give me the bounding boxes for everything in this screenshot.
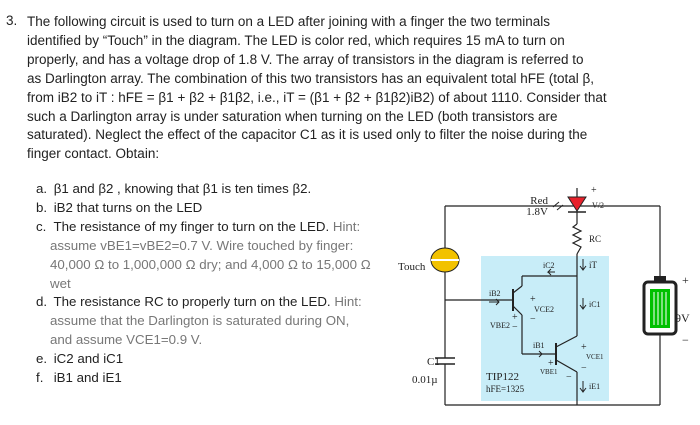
question-line: such a Darlington array is under saturat… [27, 108, 558, 124]
task-e: e. iC2 and iC1 [36, 350, 371, 369]
battery-icon [642, 276, 678, 336]
ib1-arrow-icon [533, 350, 543, 358]
ic1-arrow-icon [579, 298, 587, 310]
ie1-arrow-icon [579, 381, 587, 393]
task-label: c. [36, 218, 47, 234]
hint-line: assume vBE1=vBE2=0.7 V. Wire touched by … [50, 237, 354, 253]
touch-label: Touch [398, 261, 426, 273]
vbe2-minus: − [512, 322, 518, 333]
task-label: a. [36, 181, 48, 196]
vce2-plus: + [530, 294, 536, 305]
cap-label: C1 [427, 356, 440, 368]
vbe1-plus: + [548, 358, 554, 369]
task-c: c. The resistance of my finger to turn o… [36, 218, 371, 237]
task-text: iC2 and iC1 [53, 351, 124, 367]
question-number: 3. [6, 13, 18, 28]
cap-value: 0.01µ [412, 374, 438, 386]
task-d: d. The resistance RC to properly turn on… [36, 293, 371, 312]
it-label: iT [589, 260, 598, 270]
darlington-highlight [481, 256, 609, 401]
ic2-arrow-icon [546, 268, 555, 276]
rc-resistor-icon [571, 223, 583, 255]
led-icon [567, 196, 587, 212]
led-drop: V/2 [592, 201, 604, 210]
ib2-arrow-icon [489, 298, 500, 306]
task-f: f. iB1 and iE1 [36, 369, 371, 388]
task-text: The resistance RC to properly turn on th… [53, 294, 331, 310]
task-text: iB1 and iE1 [53, 370, 122, 386]
vbe2-label: VBE2 [490, 321, 510, 330]
question-line: The following circuit is used to turn on… [27, 14, 551, 29]
question-text: The following circuit is used to turn on… [27, 13, 607, 164]
battery-plus: + [682, 273, 689, 287]
q2-collector [512, 285, 523, 294]
ic2-label: iC2 [543, 261, 555, 270]
hint-label: Hint: [334, 294, 362, 310]
ib1-label: iB1 [533, 341, 545, 350]
it-arrow-icon [579, 259, 587, 271]
led-plus: + [591, 185, 597, 196]
vbe1-label: VBE1 [540, 368, 558, 376]
task-label: d. [36, 294, 48, 310]
task-label: e. [36, 351, 48, 367]
vce1-minus: − [581, 363, 587, 374]
task-b: b. iB2 that turns on the LED [36, 199, 371, 218]
question-line: identified by “Touch” in the diagram. Th… [27, 32, 565, 48]
battery-voltage: 9V [675, 311, 690, 325]
transistor-hfe: hFE=1325 [486, 384, 525, 394]
task-list: a. β1 and β2 , knowing that β1 is ten ti… [36, 180, 371, 388]
task-text: The resistance of my finger to turn on t… [53, 218, 330, 234]
vce1-label: VCE1 [586, 353, 604, 361]
task-a: a. β1 and β2 , knowing that β1 is ten ti… [36, 180, 371, 199]
task-label: f. [36, 370, 44, 386]
led-voltage: 1.8V [526, 206, 548, 218]
battery-minus: − [682, 333, 689, 347]
vce2-minus: − [530, 314, 536, 325]
question-line: saturated). Neglect the effect of the ca… [27, 127, 588, 143]
vbe1-minus: − [566, 372, 572, 383]
question-line: from iB2 to iT : hFE = β1 + β2 + β1β2, i… [27, 89, 607, 105]
q1-emitter [555, 359, 578, 373]
task-text: β1 and β2 , knowing that β1 is ten times… [53, 181, 312, 196]
led-name: Red [530, 195, 548, 207]
question-line: properly, and has a voltage drop of 1.8 … [27, 51, 584, 67]
task-text: iB2 that turns on the LED [53, 199, 203, 215]
hint-line: wet [50, 275, 71, 291]
vce2-label: VCE2 [534, 305, 554, 314]
hint-line: and assume VCE1=0.9 V. [50, 332, 203, 348]
led-light-icon [552, 201, 564, 211]
transistor-name: TIP122 [486, 371, 519, 383]
ic1-label: iC1 [589, 300, 601, 309]
ie1-label: iE1 [589, 382, 600, 391]
hint-line: assume that the Darlington is saturated … [50, 313, 350, 329]
rc-label: RC [589, 234, 601, 244]
question-line: as Darlington array. The combination of … [27, 70, 595, 86]
ib2-label: iB2 [489, 289, 501, 298]
hint-line: 40,000 Ω to 1,000,000 Ω dry; and 4,000 Ω… [50, 256, 371, 272]
question-line: finger contact. Obtain: [27, 146, 160, 162]
vbe2-plus: + [512, 312, 518, 323]
task-label: b. [36, 199, 48, 215]
vce1-plus: + [581, 342, 587, 353]
hint-label: Hint: [332, 218, 361, 234]
q1-collector [555, 335, 578, 348]
q2-emitter [512, 305, 523, 316]
